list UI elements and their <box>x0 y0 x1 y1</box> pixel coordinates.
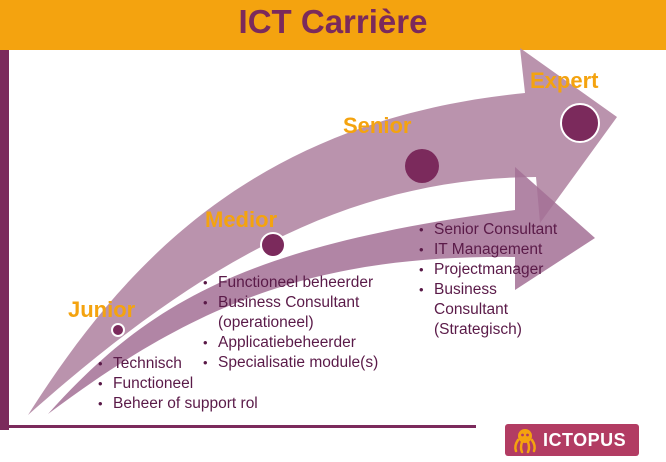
stage-expert: Expert <box>530 68 599 93</box>
medior-role-item: Business Consultant(operationeel) <box>203 293 378 333</box>
medior-roles-list: Functioneel beheerderBusiness Consultant… <box>203 273 378 373</box>
medior-role-item: Functioneel beheerder <box>203 273 378 293</box>
medior-role-item: Applicatiebeheerder <box>203 333 378 353</box>
medior-role-item: Specialisatie module(s) <box>203 353 378 373</box>
senior-roles-list: Senior ConsultantIT ManagementProjectman… <box>419 220 557 340</box>
junior-role-item: Technisch <box>98 354 258 374</box>
ictopus-logo: ICTOPUS <box>505 424 639 456</box>
senior-role-item: IT Management <box>419 240 557 260</box>
senior-dot <box>405 149 439 183</box>
medior-dot <box>260 232 286 258</box>
junior-role-item: Beheer of support rol <box>98 394 258 414</box>
expert-dot <box>560 103 600 143</box>
junior-role-item: Functioneel <box>98 374 258 394</box>
logo-text: ICTOPUS <box>543 429 627 450</box>
left-accent-bar <box>0 50 9 430</box>
stage-junior: Junior <box>68 297 136 322</box>
upper-arrow <box>28 48 617 415</box>
header-bar <box>0 0 666 50</box>
octopus-icon <box>514 429 536 454</box>
bottom-accent-line <box>9 425 476 428</box>
junior-roles-list: TechnischFunctioneelBeheer of support ro… <box>98 354 258 414</box>
senior-role-item: Senior Consultant <box>419 220 557 240</box>
stage-senior: Senior <box>343 113 412 138</box>
senior-role-item: Projectmanager <box>419 260 557 280</box>
page-title: ICT Carrière <box>238 3 428 40</box>
stage-medior: Medior <box>205 207 278 232</box>
junior-dot <box>111 323 125 337</box>
